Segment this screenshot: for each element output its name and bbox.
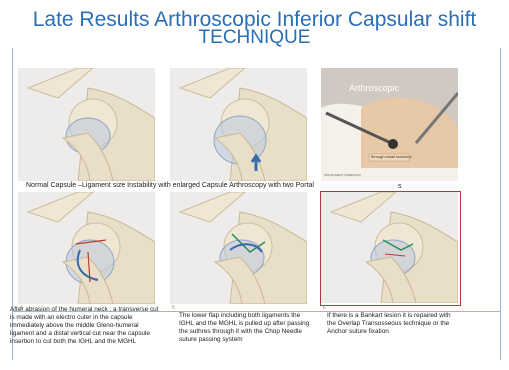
caption-step-4: After abrasion of the humeral neck ; a t… xyxy=(10,306,160,346)
row1-caption: Normal Capsule –Ligament size Instabilit… xyxy=(26,182,314,190)
illustration-arthroscopy-portals: Arthroscopic through small incisions INS… xyxy=(321,68,458,181)
caption-step-5: The lower flap including both ligaments … xyxy=(179,312,314,344)
instrument-footer-label: INSTRUMENT INSERTION xyxy=(324,174,361,178)
illustration-flap-pulled-up xyxy=(170,192,307,304)
illustration-transverse-cut xyxy=(18,192,155,304)
illustration-enlarged-capsule xyxy=(170,68,307,181)
arthroscopic-label: Arthroscopic xyxy=(349,83,399,94)
illustration-bankart-repair xyxy=(321,192,458,303)
illustration-normal-capsule xyxy=(18,68,155,181)
incision-label: through small incisions xyxy=(371,155,411,160)
slide-subtitle: TECHNIQUE xyxy=(0,28,509,47)
right-divider xyxy=(500,48,501,360)
caption-step-6: If there is a Bankart lesion it is repai… xyxy=(327,312,457,336)
